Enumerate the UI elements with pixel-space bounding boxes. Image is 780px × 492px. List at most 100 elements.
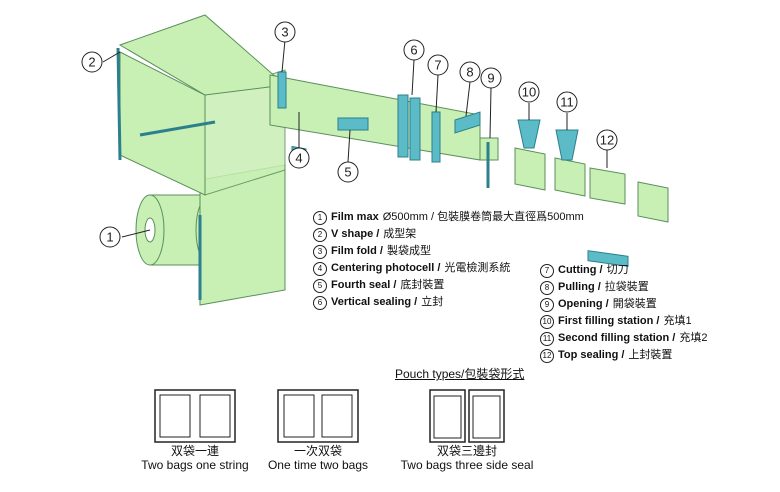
cutter [431, 111, 441, 163]
legend-label-en: Vertical sealing / [331, 296, 418, 308]
legend-label-zh: 底封裝置 [400, 279, 445, 291]
top-seal-bar [587, 250, 629, 267]
callout-circle [459, 61, 481, 83]
callout-circle [403, 39, 425, 61]
leader-lines [102, 39, 608, 238]
legend-item: 5 Fourth seal /底封裝置 [313, 277, 584, 294]
pouch [514, 147, 546, 191]
callout-number: 6 [410, 43, 417, 58]
legend-label-en: First filling station / [558, 315, 660, 327]
legend-label-zh: 充填1 [663, 315, 692, 327]
legend-label-en: Film max [331, 211, 379, 223]
filling-funnel-1 [517, 119, 541, 149]
legend-number: 9 [540, 297, 554, 312]
callout-number: 2 [88, 55, 95, 70]
legend-number: 12 [540, 348, 554, 363]
legend-label-zh: 開袋裝置 [612, 298, 657, 310]
pouch [589, 167, 626, 205]
callout-circle [274, 21, 296, 43]
legend-number: 8 [540, 280, 554, 295]
legend-label-en: Centering photocell / [331, 262, 441, 274]
legend-number: 6 [313, 295, 327, 310]
legend-item: 7 Cutting /切刀 [540, 262, 707, 279]
pouch-caption-zh: 双袋一連 [170, 444, 219, 458]
callout-circle [518, 81, 540, 103]
legend-item: 9 Opening /開袋裝置 [540, 296, 707, 313]
guide-roller [139, 120, 216, 137]
legend-label-en: Fourth seal / [331, 279, 397, 291]
pouch-caption-en: One time two bags [267, 458, 369, 472]
legend-item: 6 Vertical sealing /立封 [313, 294, 584, 311]
legend-label-zh: 充填2 [679, 332, 708, 344]
legend-number: 2 [313, 227, 327, 242]
callout-circle [556, 91, 578, 113]
callout-circle [81, 51, 103, 73]
legend-item: 3 Film fold /製袋成型 [313, 243, 584, 260]
pouch-caption-2: 一次双袋 One time two bags [243, 444, 393, 472]
pouch-caption-en: Two bags one string [141, 458, 249, 472]
callout-circle [596, 129, 618, 151]
legend-label-zh: 切刀 [606, 264, 629, 276]
fourth-seal [337, 117, 369, 131]
callout-number: 8 [466, 65, 473, 80]
legend-label-zh: 立封 [421, 296, 444, 308]
callout-circle [288, 147, 310, 169]
legend-label-en: Second filling station / [558, 332, 676, 344]
pouch [637, 181, 669, 223]
legend-item: 12 Top sealing /上封裝置 [540, 347, 707, 364]
vertical-seal-bar [409, 97, 421, 161]
legend-label-zh: Ø500mm / 包裝膜卷筒最大直徑爲500mm [382, 211, 584, 223]
callout-number: 1 [106, 230, 113, 245]
callout-number: 5 [344, 165, 351, 180]
callout-number: 9 [487, 71, 494, 86]
legend-label-zh: 上封裝置 [628, 349, 673, 361]
pouch-caption-zh: 一次双袋 [293, 444, 342, 458]
callout-circle [337, 161, 359, 183]
filling-funnel-2 [555, 129, 579, 161]
pouch-types-title: Pouch types/包裝袋形式 [395, 367, 525, 381]
legend-label-zh: 成型架 [383, 228, 417, 240]
callout-circle [427, 54, 449, 76]
callout-number: 12 [600, 133, 614, 148]
callout-number: 7 [434, 58, 441, 73]
legend-number: 4 [313, 261, 327, 276]
legend-right: 7 Cutting /切刀 8 Pulling /拉袋裝置 9 Opening /開袋裝置… [540, 262, 707, 364]
legend-label-zh: 光電檢測系統 [444, 262, 511, 274]
pouch [554, 157, 586, 197]
legend-label-en: Cutting / [558, 264, 603, 276]
legend-label-en: Top sealing / [558, 349, 625, 361]
legend-label-en: Film fold / [331, 245, 383, 257]
legend-item: 10 First filling station /充填1 [540, 313, 707, 330]
pouch-caption-zh: 双袋三邊封 [436, 444, 497, 458]
legend-item: 4 Centering photocell /光電檢測系統 [313, 260, 584, 277]
legend-label-zh: 拉袋裝置 [604, 281, 649, 293]
pouch-caption-1: 双袋一連 Two bags one string [120, 444, 270, 472]
legend-number: 7 [540, 263, 554, 278]
legend-number: 3 [313, 244, 327, 259]
legend-item: 11 Second filling station /充填2 [540, 330, 707, 347]
legend-label-en: Pulling / [558, 281, 601, 293]
pouch-caption-en: Two bags three side seal [400, 458, 534, 472]
callout-number: 10 [522, 85, 536, 100]
folded-film-web [269, 74, 481, 161]
film-fold-station [277, 71, 287, 109]
legend-label-zh: 製袋成型 [386, 245, 431, 257]
legend-item: 8 Pulling /拉袋裝置 [540, 279, 707, 296]
vertical-seal-bar [397, 94, 409, 158]
legend-number: 11 [540, 331, 554, 346]
pulling-device [454, 111, 481, 134]
legend-number: 5 [313, 278, 327, 293]
legend-number: 1 [313, 210, 327, 225]
legend-label-en: Opening / [558, 298, 609, 310]
callout-number: 3 [281, 25, 288, 40]
callout-circle [480, 67, 502, 89]
pouch-caption-3: 双袋三邊封 Two bags three side seal [392, 444, 542, 472]
guide-roller [116, 47, 122, 161]
pouch-type-drawings [154, 389, 505, 443]
legend-number: 10 [540, 314, 554, 329]
